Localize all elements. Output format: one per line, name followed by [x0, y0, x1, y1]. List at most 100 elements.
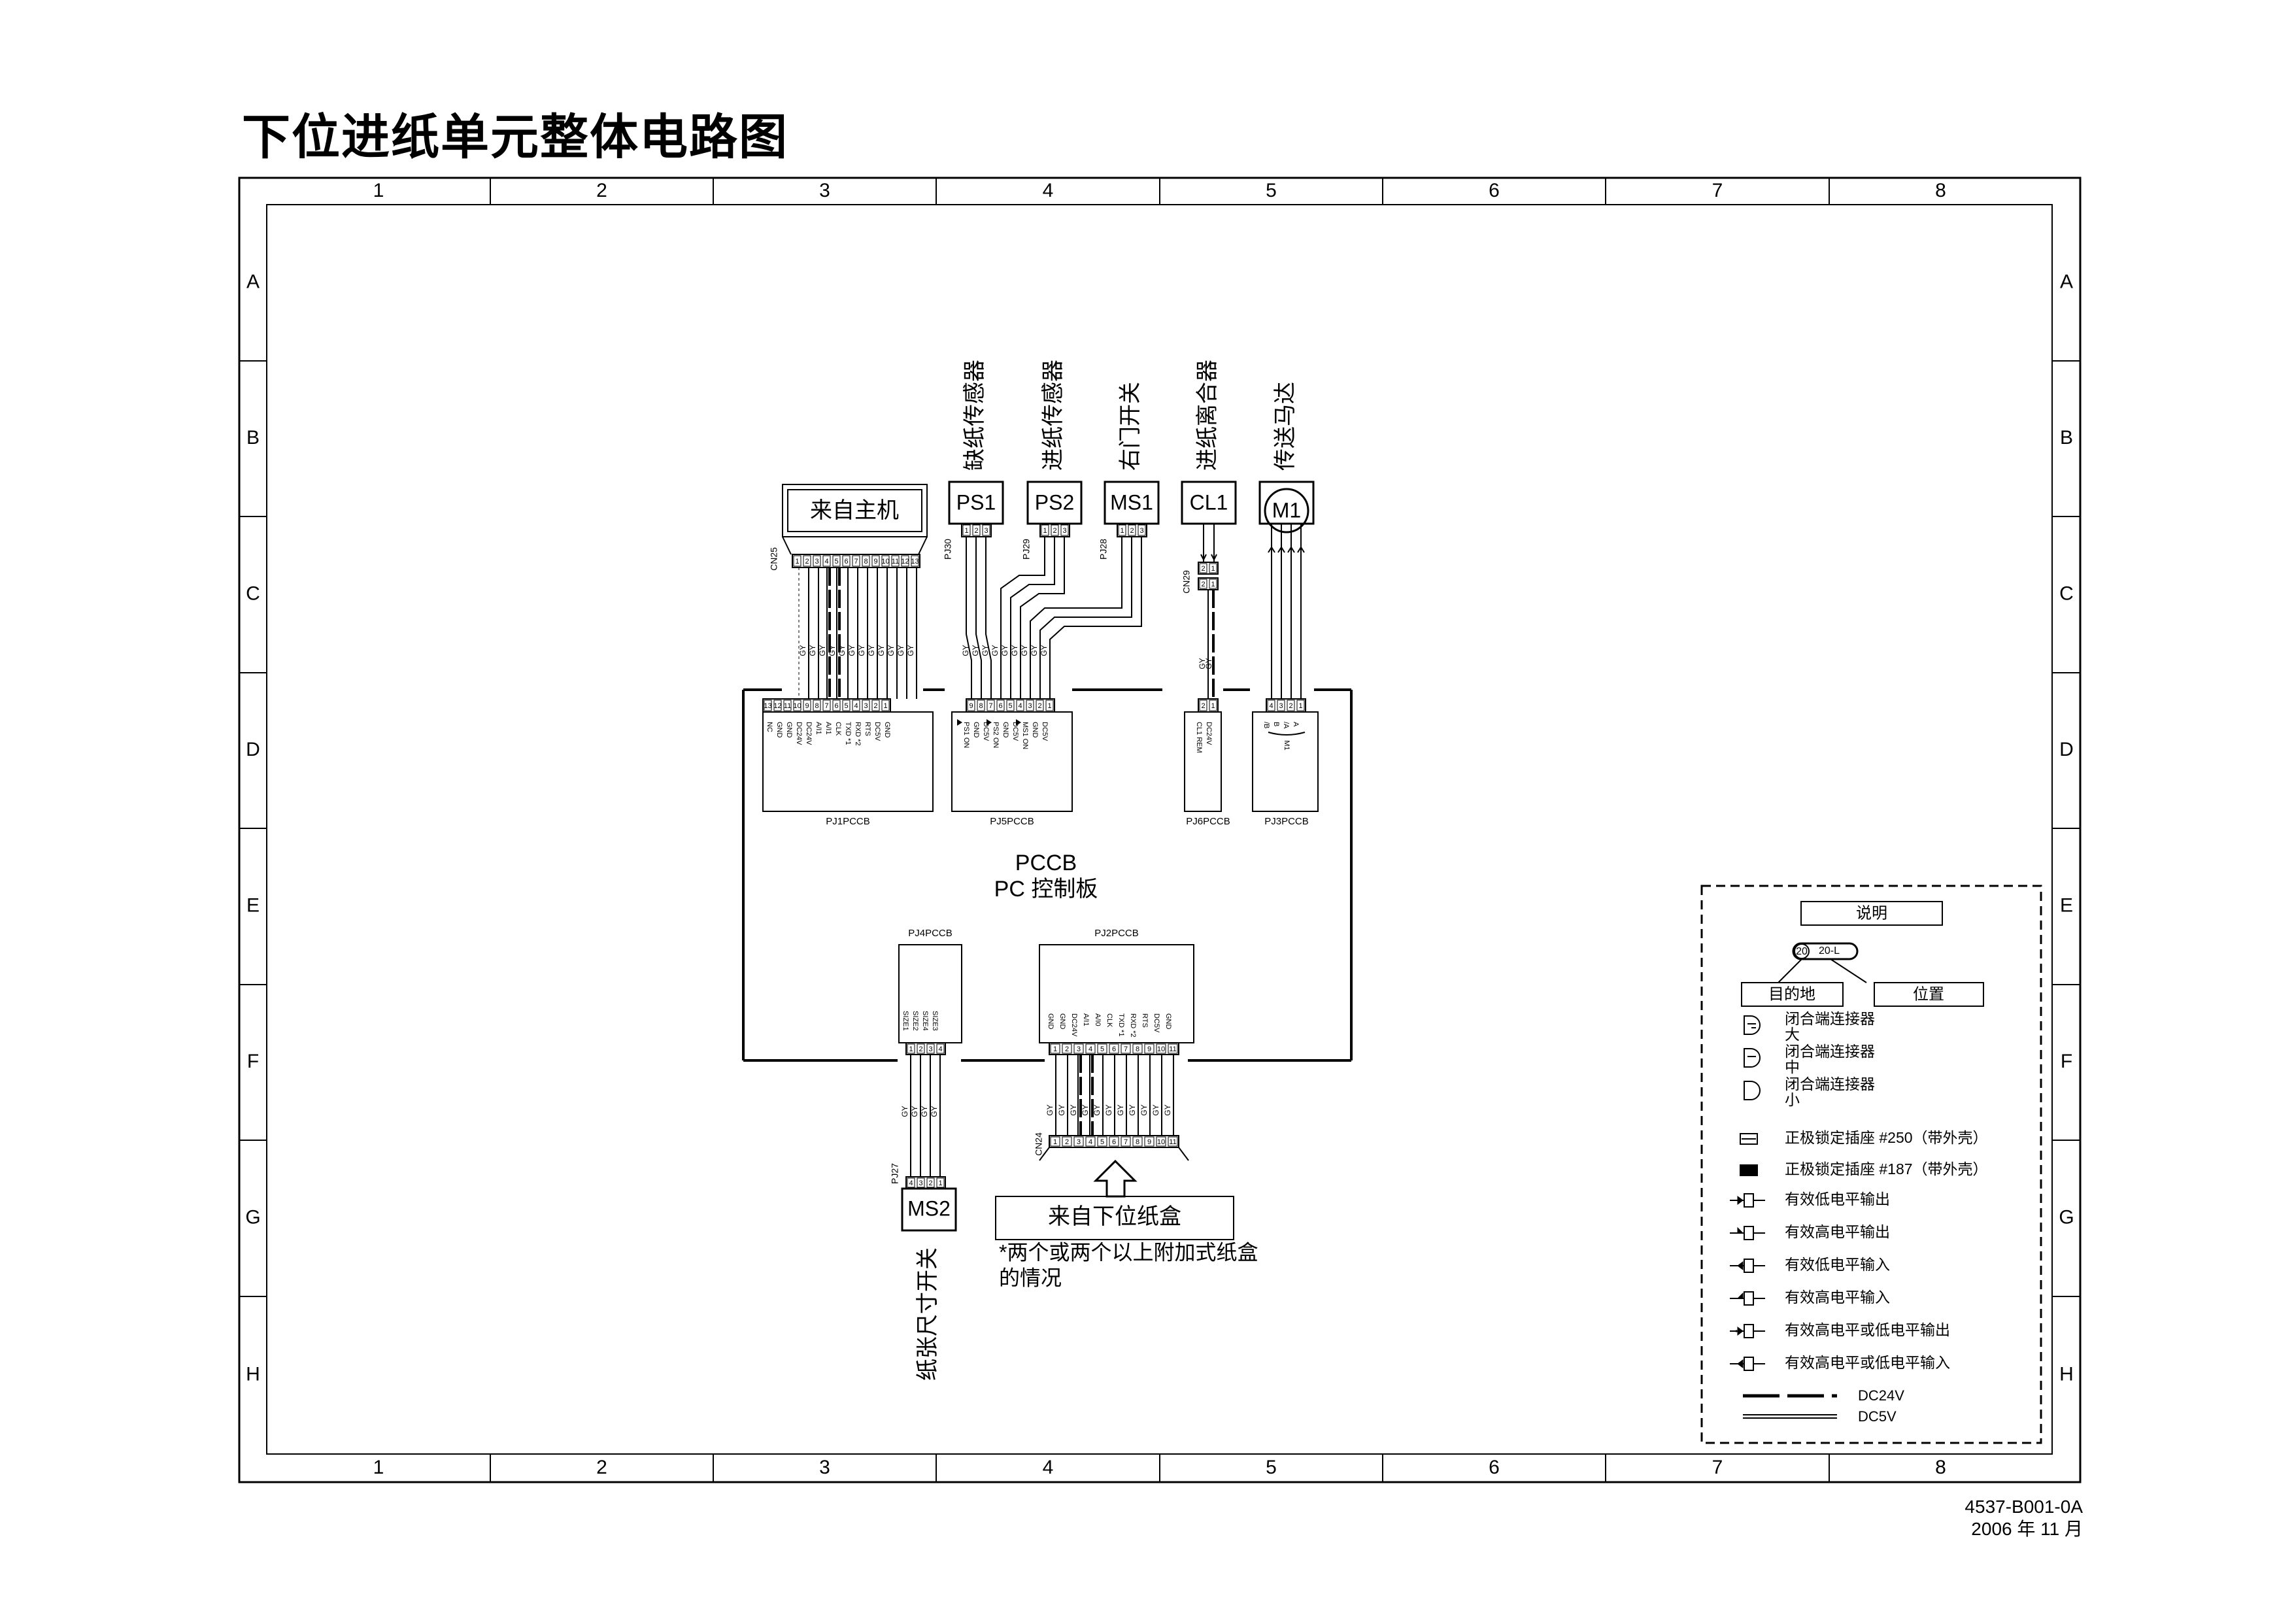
legend-item-text: 有效低电平输出	[1785, 1191, 1890, 1208]
pin-number: 9	[805, 702, 809, 710]
connector-label-pj30: PJ30	[943, 539, 953, 560]
pin-cell	[1109, 1136, 1119, 1147]
connector-label-cn24: CN24	[1034, 1132, 1044, 1156]
component-ms2: MS2	[901, 1187, 957, 1232]
signal-label: A/I1	[1082, 1013, 1090, 1026]
column-label-top: 1	[373, 180, 384, 201]
pin-number: 4	[1088, 1138, 1092, 1146]
pin-cell	[813, 700, 821, 711]
signal-label: DC5V	[1011, 722, 1019, 741]
legend-item: 有效低电平输入	[1730, 1256, 1890, 1273]
pin-number: 6	[834, 702, 838, 710]
connector-label-pj29: PJ29	[1021, 539, 1032, 560]
wire-ms1	[1039, 537, 1132, 699]
signal-label: A	[1292, 722, 1300, 727]
column-label-top: 3	[819, 180, 830, 201]
wire-color-label: GY	[1104, 1104, 1113, 1115]
legend-item-text: 闭合端连接器	[1785, 1010, 1875, 1027]
wire-color-label: GY	[857, 645, 866, 656]
pin-cell	[1132, 1043, 1143, 1054]
legend-item-text: 有效高电平或低电平输入	[1785, 1354, 1950, 1371]
pin-number: 1	[1211, 565, 1215, 573]
legend-dest-label: 目的地	[1768, 985, 1815, 1003]
signal-label: GND	[1031, 722, 1039, 738]
signal-label: GND	[1164, 1013, 1172, 1030]
active-high-low-output-icon	[1730, 1324, 1765, 1338]
pin-number: 5	[844, 702, 848, 710]
legend-item: 正极锁定插座 #250（带外壳）	[1740, 1129, 1988, 1146]
pin-number: 3	[1279, 702, 1283, 710]
column-label-bottom: 6	[1489, 1457, 1500, 1478]
connector-pj2-frame	[1049, 1042, 1179, 1055]
pin-cell	[1209, 700, 1217, 711]
wiring	[742, 524, 1353, 1177]
pin-cell	[962, 524, 971, 536]
pj1-block	[762, 711, 934, 812]
pin-number: 1	[1053, 1045, 1057, 1053]
pin-number: 4	[824, 558, 828, 566]
pin-number: 5	[834, 558, 838, 566]
pin-cell	[1006, 700, 1015, 711]
pin-number: 4	[1269, 702, 1273, 710]
signal-label: MS1 ON	[1021, 722, 1029, 749]
pin-number: 1	[1047, 702, 1051, 710]
connector-label-pj1: PJ1PCCB	[826, 816, 870, 827]
active-high-input-icon	[1730, 1291, 1765, 1306]
pin-cell	[972, 524, 981, 536]
pin-cell	[1109, 1043, 1119, 1054]
pin-number: 2	[1289, 702, 1292, 710]
wire-color-label: GY	[828, 645, 837, 656]
active-low-input-icon	[1730, 1259, 1765, 1273]
component-label: 缺纸传感器	[962, 360, 987, 471]
signal-label: A/I0	[1094, 1013, 1102, 1026]
pin-number: 3	[864, 702, 868, 710]
row-label-right: A	[2060, 271, 2073, 292]
pin-cell	[803, 700, 811, 711]
wire-ps2	[1010, 537, 1055, 699]
signal-label: DC5V	[1153, 1013, 1160, 1033]
wire-cl1	[1200, 524, 1217, 699]
wire-color-label: GY	[1163, 1104, 1172, 1115]
legend-item: 有效高电平或低电平输出	[1730, 1321, 1950, 1338]
pin-number: 2	[928, 1179, 932, 1187]
legend-sample-connector	[1792, 942, 1859, 960]
from-main-box: 来自主机	[782, 484, 928, 555]
wire-color-label: GY	[886, 645, 896, 656]
row-label-left: F	[247, 1051, 259, 1072]
signal-label: PS1 ON	[962, 722, 970, 748]
pin-number: 2	[974, 527, 978, 535]
pin-number: 7	[854, 558, 858, 566]
wire-color-label: GY	[1069, 1104, 1078, 1115]
column-label-bottom: 3	[819, 1457, 830, 1478]
pin-cell	[773, 700, 782, 711]
legend-sample-pos: 20-L	[1819, 945, 1840, 956]
pin-cell	[822, 700, 831, 711]
wire-color-label: GY	[981, 645, 990, 656]
pin-cell	[1144, 1043, 1155, 1054]
pin-cell	[1097, 1043, 1107, 1054]
pin-cell	[1073, 1136, 1084, 1147]
pin-cell	[1121, 1043, 1131, 1054]
icon-body	[1740, 1133, 1758, 1145]
document-date: 2006 年 11 月	[1971, 1519, 2083, 1539]
signal-label: GND	[972, 722, 980, 738]
legend-item-text: 正极锁定插座 #187（带外壳）	[1785, 1160, 1988, 1177]
component-cl1: CL1	[1181, 481, 1237, 525]
pin-number: 7	[1124, 1045, 1128, 1053]
pin-number: 1	[1120, 527, 1124, 535]
signal-label: /A	[1282, 722, 1290, 729]
pin-number: 3	[815, 558, 818, 566]
pin-cell	[911, 555, 919, 567]
wire-color-label: GY	[971, 645, 980, 656]
connector-cn24-frame	[1049, 1135, 1179, 1148]
row-label-left: G	[245, 1206, 260, 1228]
pin-cell	[1199, 563, 1207, 573]
signal-label: B	[1272, 722, 1280, 726]
component-id: M1	[1272, 498, 1301, 522]
pin-number: 3	[1028, 702, 1032, 710]
pin-number: 1	[938, 1179, 942, 1187]
